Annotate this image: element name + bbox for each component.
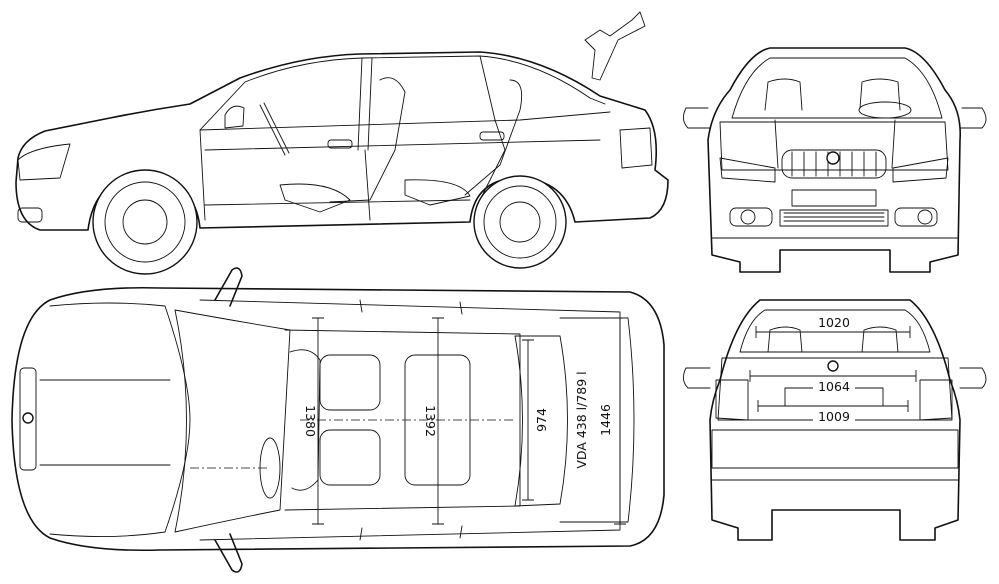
dim-trunk-volume: VDA 438 l/789 l [574,371,589,468]
front-view [683,47,987,273]
dim-front-width: 1020 [818,315,850,330]
dim-overall-width: 1446 [598,404,613,436]
dim-trunk-depth: 974 [534,408,549,432]
dim-interior-front: 1380 [303,405,318,437]
dim-rear-upper: 1064 [818,379,850,394]
side-view [15,11,669,275]
dim-rear-lower: 1009 [818,409,850,424]
skoda-logo-icon [826,151,840,165]
dimension-labels: 1020 1064 1009 1380 1392 974 VDA 438 l/7… [303,315,855,469]
top-view [11,267,665,573]
rear-view [683,299,987,541]
dim-interior-rear: 1392 [423,405,438,437]
